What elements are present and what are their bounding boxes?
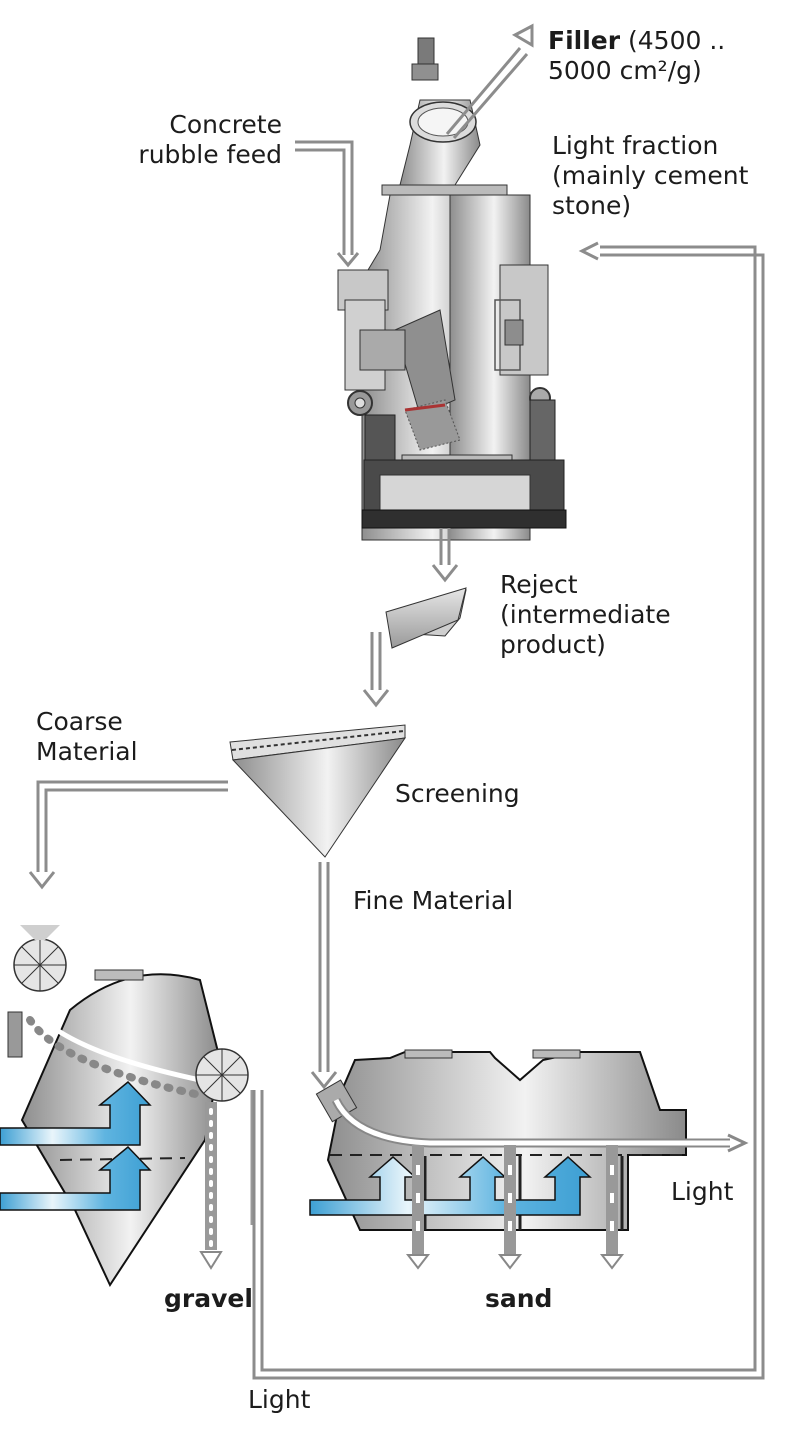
light-return-pipe (260, 245, 757, 1372)
reject-label-line3: product) (500, 630, 606, 659)
feed-label-line1: Concrete (169, 110, 282, 139)
reject-label-line1: Reject (500, 570, 578, 599)
light-label-right: Light (671, 1177, 734, 1206)
gravel-classifier (0, 925, 254, 1288)
gravel-label: gravel (164, 1284, 253, 1313)
light-label-bottom: Light (248, 1385, 311, 1414)
filler-label-bold: Filler (548, 26, 621, 55)
filler-label-line2: 5000 cm²/g) (548, 56, 702, 85)
fine-arrow-icon (310, 1071, 338, 1090)
feed-pipe (295, 140, 354, 255)
sand-label: sand (485, 1284, 553, 1313)
coarse-label-line2: Material (36, 737, 138, 766)
light-fraction-label-line2: (mainly cement (552, 161, 749, 190)
feed-label-line2: rubble feed (138, 140, 282, 169)
air-inlet-arrow-upper (0, 1080, 152, 1146)
feed-arrow-icon (336, 252, 360, 268)
coarse-label-line1: Coarse (36, 707, 123, 736)
reject-arrow-icon (431, 564, 459, 583)
screening-label: Screening (395, 779, 520, 808)
screen-arrow-icon (362, 689, 390, 708)
air-inlet-arrow-lower (0, 1145, 152, 1211)
filler-pipe (445, 47, 522, 135)
screen (229, 724, 407, 858)
coarse-arrow-icon (28, 871, 56, 890)
reject-label-line2: (intermediate (500, 600, 671, 629)
filler-label: Filler (4500 .. (548, 26, 725, 55)
filler-arrow-icon (511, 23, 534, 48)
filler-label-range-start: (4500 .. (620, 26, 726, 55)
sand-classifier (309, 1049, 749, 1270)
sand-outlets (405, 1145, 625, 1270)
vertical-roller-mill (337, 37, 567, 541)
light-arrow-icon (727, 1133, 749, 1153)
light-fraction-label-line1: Light fraction (552, 131, 719, 160)
reject-chute (385, 587, 467, 649)
flow-lines (28, 23, 765, 1380)
air-inlet-arrow (309, 1155, 592, 1216)
light-fraction-label-line3: stone) (552, 191, 632, 220)
return-arrow-icon (578, 241, 599, 261)
fine-material-label: Fine Material (353, 886, 514, 915)
